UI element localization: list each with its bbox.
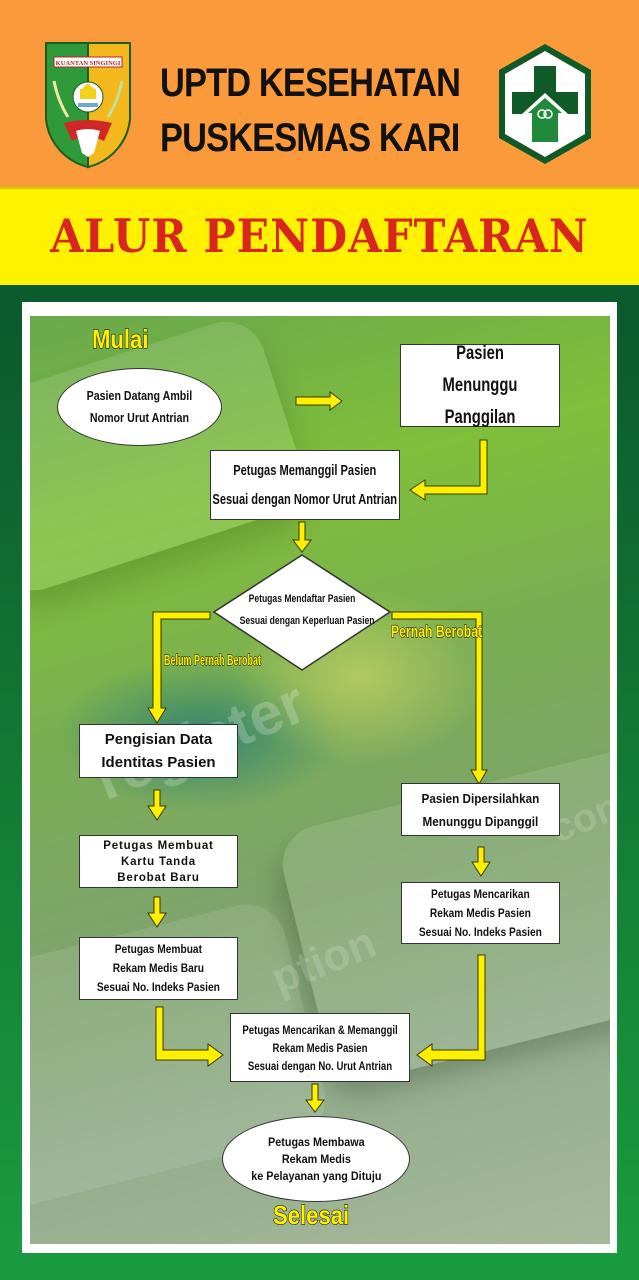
arrow-down: [305, 1083, 325, 1113]
puskesmas-logo-icon: [499, 44, 591, 164]
node-text: Nomor Urut Antrian: [89, 410, 190, 425]
node-text: Sesuai dengan Nomor Urut Antrian: [212, 491, 398, 508]
node-text: Petugas Membuat: [103, 839, 214, 852]
node-text: Rekam Medis Baru: [112, 961, 205, 975]
node-text: Petugas Membuat: [114, 942, 203, 956]
title-banner: ALUR PENDAFTARAN: [0, 187, 639, 285]
node-text: Petugas Mencarikan & Memanggil: [242, 1022, 398, 1037]
branch-label-new-patient: Belum Pernah Berobat: [164, 651, 262, 669]
end-label: Selesai: [272, 1199, 350, 1230]
arrow-down: [292, 521, 312, 553]
node-text: Rekam Medis Pasien: [272, 1040, 368, 1055]
arrow-branch-left: [147, 611, 211, 724]
arrow-elbow-right: [155, 1006, 224, 1067]
arrow-elbow-left: [409, 439, 488, 501]
node-text: Pengisian Data: [104, 731, 213, 748]
kuantan-singingi-emblem-icon: KUANTAN SINGINGI: [45, 42, 131, 169]
node-text: Petugas Mencarikan: [431, 886, 530, 901]
header-title-line1: UPTD KESEHATAN: [160, 61, 461, 105]
node-text: Pasien Datang Ambil: [86, 388, 193, 403]
node-fill-identity: Pengisian Data Identitas Pasien: [79, 724, 238, 778]
start-label: Mulai: [91, 323, 149, 354]
node-call-patient: Petugas Memanggil Pasien Sesuai dengan N…: [210, 450, 400, 520]
node-text: Menunggu Dipanggil: [422, 813, 539, 829]
header-title-line2: PUSKESMAS KARI: [160, 116, 460, 160]
node-text: Sesuai No. Indeks Pasien: [418, 924, 543, 939]
node-text: Kartu Tanda: [120, 855, 197, 868]
node-text: ke Pelayanan yang Dituju: [250, 1168, 382, 1183]
banner-title: ALUR PENDAFTARAN: [50, 209, 589, 263]
header-title: UPTD KESEHATAN PUSKESMAS KARI: [160, 56, 461, 166]
arrow-branch-right: [391, 611, 488, 786]
decision-diamond: [212, 554, 392, 671]
node-make-record: Petugas Membuat Rekam Medis Baru Sesuai …: [79, 937, 238, 1000]
arrow-elbow-left: [416, 954, 486, 1067]
node-wait-call: Pasien Menunggu Panggilan: [400, 343, 560, 428]
node-text: Menunggu Panggilan: [442, 374, 518, 428]
node-decision: Petugas Mendaftar Pasien Sesuai dengan K…: [239, 588, 375, 632]
node-text: Petugas Memanggil Pasien: [233, 462, 377, 479]
arrow-down: [147, 896, 167, 928]
header: KUANTAN SINGINGI UPTD KESEHATAN PUSKESMA…: [0, 0, 639, 187]
arrow-down: [147, 789, 167, 821]
node-text: Berobat Baru: [117, 871, 200, 884]
node-make-card: Petugas Membuat Kartu Tanda Berobat Baru: [79, 835, 238, 888]
node-end: Petugas Membawa Rekam Medis ke Pelayanan…: [222, 1116, 410, 1202]
node-text: Rekam Medis: [281, 1151, 351, 1166]
node-find-record: Petugas Mencarikan Rekam Medis Pasien Se…: [401, 882, 560, 944]
node-text: Rekam Medis Pasien: [430, 905, 531, 920]
svg-text:KUANTAN SINGINGI: KUANTAN SINGINGI: [56, 60, 121, 67]
node-text: Identitas Pasien: [101, 754, 216, 771]
arrow-right: [295, 391, 343, 411]
node-text: Sesuai dengan No. Urut Antrian: [247, 1058, 393, 1073]
node-text: Petugas Membawa: [267, 1134, 365, 1149]
node-text: Petugas Mendaftar Pasien: [248, 593, 356, 605]
branch-label-returning-patient: Pernah Berobat: [391, 621, 483, 641]
node-text: Pasien Dipersilahkan: [421, 790, 540, 806]
node-text: Pasien: [456, 342, 504, 364]
node-please-wait: Pasien Dipersilahkan Menunggu Dipanggil: [401, 783, 560, 836]
node-text: Sesuai dengan Keperluan Pasien: [239, 615, 375, 627]
arrow-down: [471, 846, 491, 877]
node-find-call: Petugas Mencarikan & Memanggil Rekam Med…: [230, 1013, 410, 1082]
node-text: Sesuai No. Indeks Pasien: [96, 980, 221, 994]
node-start: Pasien Datang Ambil Nomor Urut Antrian: [57, 368, 222, 446]
